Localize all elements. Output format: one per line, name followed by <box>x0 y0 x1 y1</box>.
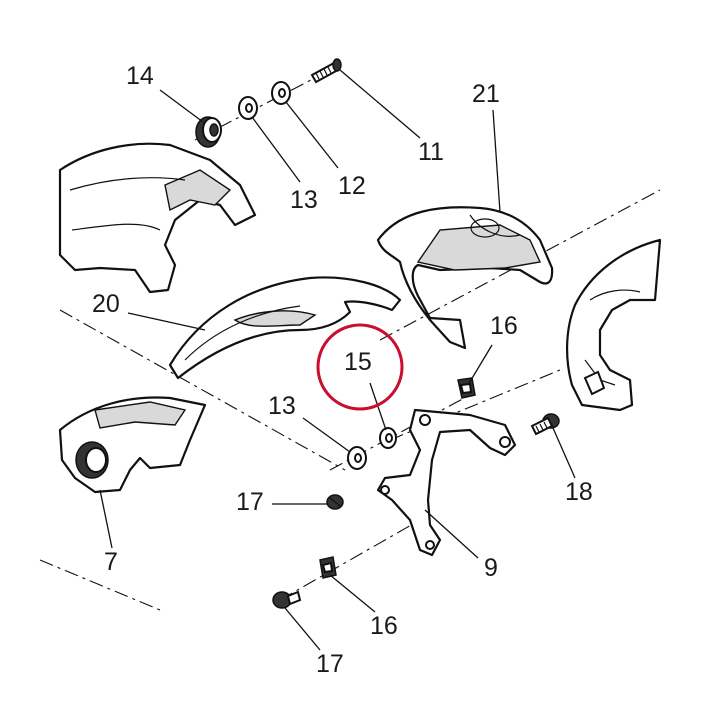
clip-nut-16-upper <box>457 377 476 399</box>
callout-21: 21 <box>472 80 500 108</box>
upper-left-duct <box>58 142 257 294</box>
callout-13-lower: 13 <box>268 392 296 420</box>
callout-16-lower: 16 <box>370 612 398 640</box>
right-fairing-body <box>566 238 662 412</box>
callout-17-lower: 17 <box>316 650 344 678</box>
spacer-15 <box>379 427 397 449</box>
washer-12 <box>271 81 291 105</box>
callout-14: 14 <box>126 62 154 90</box>
callout-13-top: 13 <box>290 186 318 214</box>
screw-17-upper <box>326 494 344 510</box>
callout-17-upper: 17 <box>236 488 264 516</box>
leader-lines <box>99 69 576 651</box>
screw-18 <box>530 413 560 436</box>
callout-15: 15 <box>344 348 372 376</box>
screw-11 <box>310 58 342 84</box>
lower-duct-7 <box>58 396 207 494</box>
callout-20: 20 <box>92 290 120 318</box>
washer-13-top <box>238 96 258 120</box>
callout-16-upper: 16 <box>490 312 518 340</box>
callout-9: 9 <box>484 554 498 582</box>
mounting-bracket-9 <box>376 408 517 557</box>
callout-18: 18 <box>565 478 593 506</box>
clip-nut-16-lower <box>319 556 337 579</box>
highlight-circle <box>316 323 404 411</box>
callout-12: 12 <box>338 172 366 200</box>
fastener-stack-top <box>195 58 342 148</box>
callout-11: 11 <box>418 138 444 166</box>
callout-7: 7 <box>104 548 118 576</box>
curved-deflector-20 <box>168 276 402 380</box>
rubber-grommet-14 <box>195 116 222 148</box>
callout-labels: 14 13 12 11 21 20 16 15 13 18 17 7 9 16 … <box>92 62 593 678</box>
washer-13-lower <box>347 446 367 470</box>
upper-shroud-21 <box>376 206 554 350</box>
screw-17-lower <box>272 590 302 609</box>
